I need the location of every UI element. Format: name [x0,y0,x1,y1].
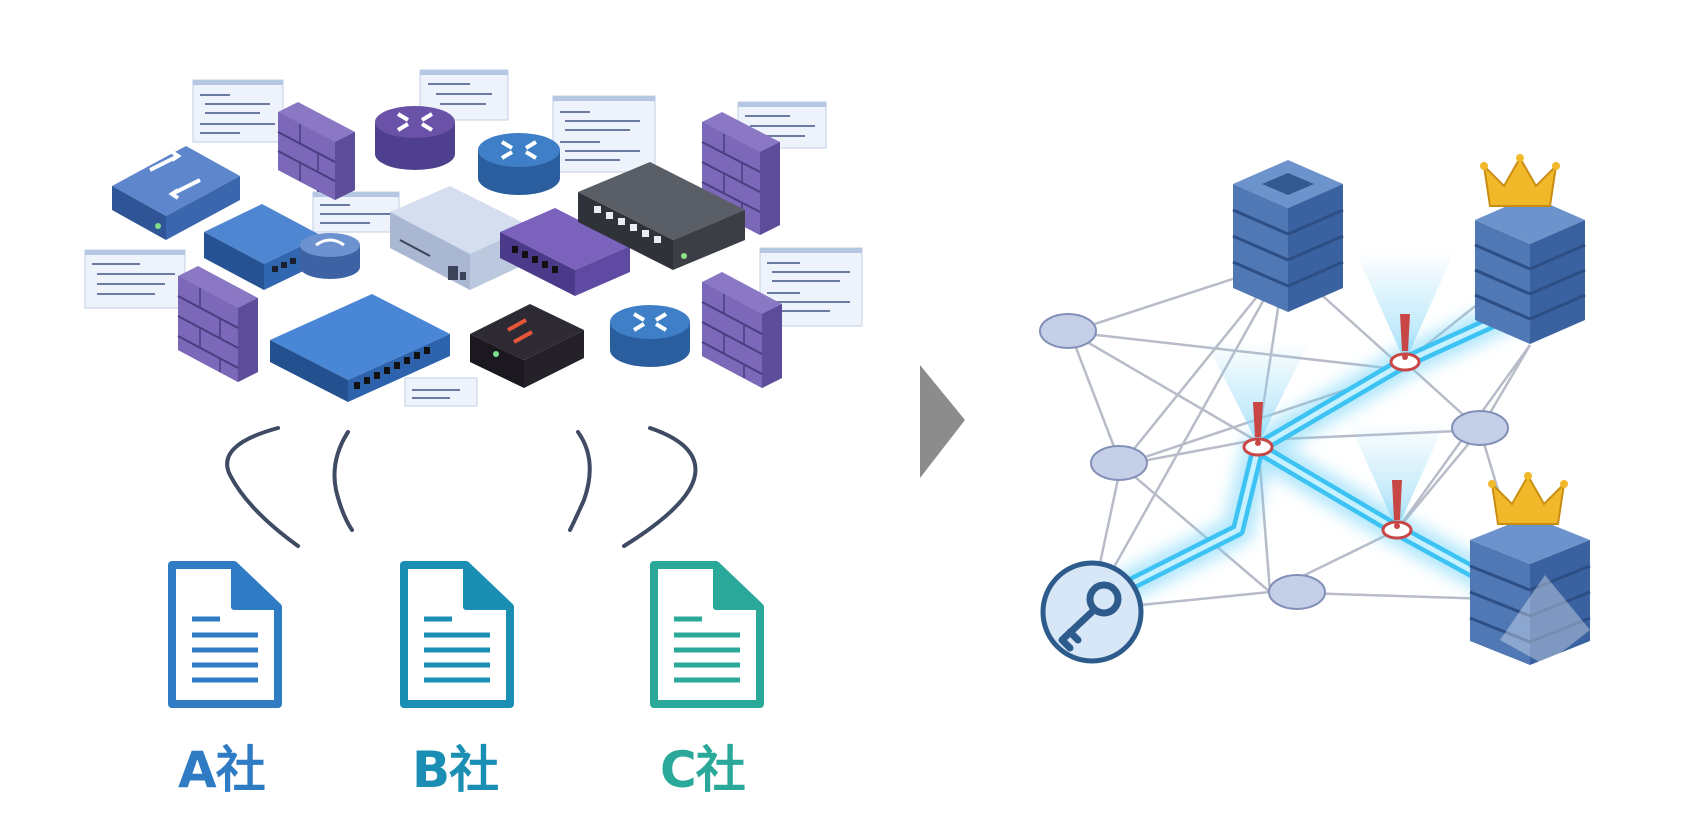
document-icon [168,561,282,708]
network-node [1039,313,1097,349]
switch-icon [500,208,630,296]
router-icon [300,233,360,279]
vendor-label-a: A社 [178,741,266,799]
firewall-icon [177,266,258,382]
switch-icon [470,304,584,388]
switch-icon [578,162,745,270]
network-node [1268,574,1326,610]
config-note [84,249,186,309]
alert-icon [1389,314,1421,372]
switch-icon [112,146,240,240]
network-node [1090,445,1148,481]
key-icon [1040,560,1144,664]
arrow-right-icon [920,365,965,478]
crown-icon [1488,472,1568,525]
highlighted-path [1080,290,1545,617]
equipment-cluster [84,69,863,407]
config-note [192,79,284,143]
firewall-icon [277,102,355,200]
vendor-label-b: B社 [412,741,499,799]
alert-icon [1381,480,1413,540]
vendor-label-c: C社 [660,741,746,799]
document-connectors [225,426,698,548]
vendor-document-c [650,561,764,708]
alert-icon [1242,402,1274,457]
document-icon [650,561,764,708]
server-icon [1474,196,1586,344]
crown-icon [1480,154,1560,207]
server-icon [1469,516,1591,665]
document-icon [400,561,514,708]
vendor-document-b [400,561,514,708]
router-icon [478,133,560,195]
router-icon [610,305,690,367]
config-note [312,191,400,233]
server-icon [1232,160,1344,312]
network-graph [1039,154,1591,665]
network-node [1451,410,1509,446]
switch-icon [270,294,450,402]
firewall-icon [701,272,782,388]
alert-beams [1205,250,1455,530]
config-note [552,95,656,173]
router-icon [375,106,455,170]
config-note [404,377,478,407]
vendor-document-a [168,561,282,708]
